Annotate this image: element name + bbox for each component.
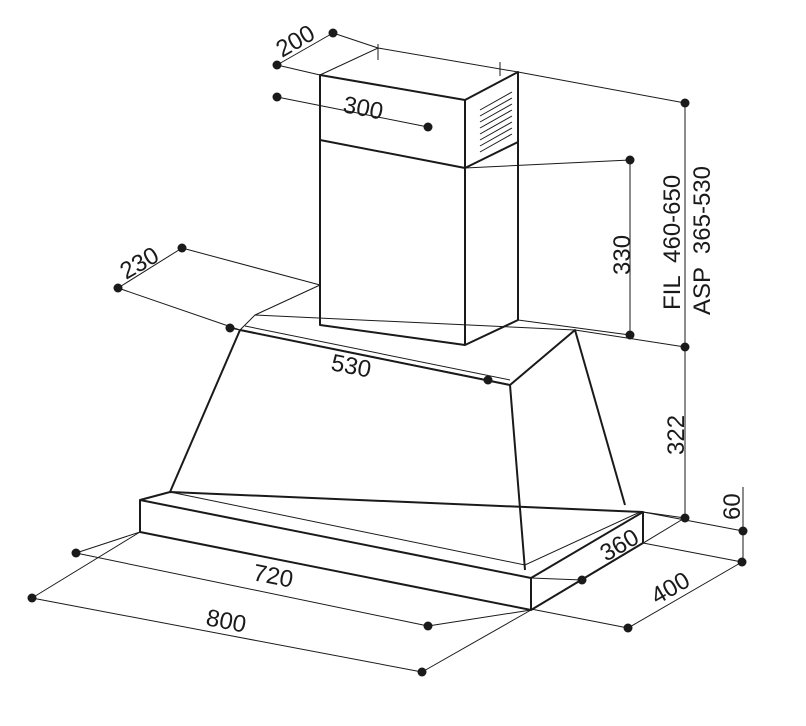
base-inner-edge <box>169 491 641 566</box>
hood-body <box>169 329 626 571</box>
dimension-labels: 200 300 330 FIL 460-650 ASP 365-530 230 … <box>116 20 747 639</box>
label-330: 330 <box>609 235 636 275</box>
label-60: 60 <box>719 493 746 520</box>
chimney-joint <box>319 139 519 169</box>
label-230: 230 <box>116 242 164 285</box>
label-322: 322 <box>663 415 690 455</box>
label-200: 200 <box>272 20 320 63</box>
hood-top-plate <box>239 284 576 331</box>
label-360: 360 <box>596 524 644 567</box>
dimension-lines <box>31 32 744 673</box>
label-400: 400 <box>647 567 695 610</box>
label-800: 800 <box>204 604 248 638</box>
hood-top-front <box>244 325 511 381</box>
label-fil: FIL 460-650 <box>659 175 686 310</box>
label-530: 530 <box>329 349 373 383</box>
chimney-top-back <box>319 44 519 76</box>
label-720: 720 <box>251 559 295 593</box>
label-300: 300 <box>341 91 385 125</box>
dimension-dots <box>27 28 748 677</box>
hood-drawing <box>139 44 644 611</box>
vent-grille-icon <box>479 91 513 153</box>
base-box <box>139 491 644 611</box>
label-asp: ASP 365-530 <box>689 166 716 315</box>
